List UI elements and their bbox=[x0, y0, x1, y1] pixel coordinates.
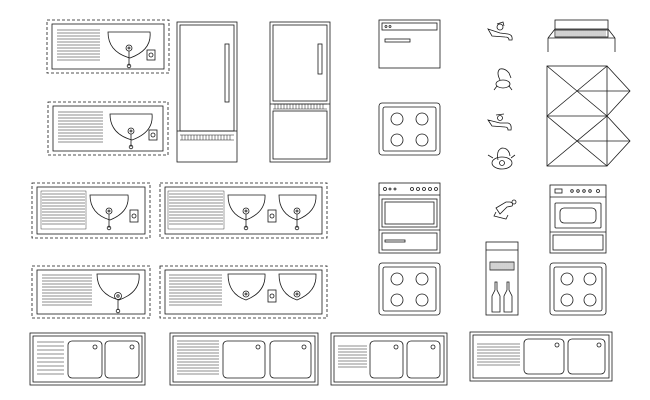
single-bowl-sink-4 bbox=[31, 265, 151, 319]
sink-bowl bbox=[107, 31, 151, 59]
double-bowl-sink-1 bbox=[159, 182, 328, 239]
wine-cooler bbox=[485, 241, 519, 316]
vent-grille bbox=[273, 103, 327, 110]
cooktop-2 bbox=[378, 262, 441, 316]
double-bowl-sink-6 bbox=[469, 331, 613, 382]
faucet-4-icon bbox=[487, 147, 516, 170]
double-bowl-sink-5 bbox=[330, 332, 448, 386]
single-bowl-sink-2 bbox=[47, 101, 169, 156]
vent-grille bbox=[181, 135, 231, 140]
refrigerator-2 bbox=[269, 21, 331, 163]
dishwasher bbox=[378, 19, 441, 69]
oven-range bbox=[378, 182, 441, 254]
drain-icon bbox=[125, 44, 133, 52]
faucet-2-icon bbox=[493, 68, 513, 91]
range-hood bbox=[547, 19, 616, 52]
double-bowl-sink-3 bbox=[29, 332, 146, 386]
faucet-5-icon bbox=[493, 199, 517, 220]
faucet-1-icon bbox=[487, 21, 513, 41]
cooktop-1 bbox=[378, 102, 441, 156]
faucet-3-icon bbox=[487, 113, 512, 131]
single-bowl-sink-1 bbox=[46, 19, 170, 74]
wall-oven bbox=[549, 184, 607, 254]
single-bowl-sink-3 bbox=[31, 182, 151, 239]
kitchen-island-plan bbox=[546, 65, 631, 167]
double-bowl-sink-4 bbox=[169, 332, 319, 386]
drainer-grooves bbox=[57, 29, 100, 61]
cooktop-3 bbox=[549, 262, 607, 316]
refrigerator-1 bbox=[176, 21, 238, 163]
faucet-knob-icon bbox=[126, 63, 132, 69]
double-bowl-sink-2 bbox=[159, 265, 328, 319]
